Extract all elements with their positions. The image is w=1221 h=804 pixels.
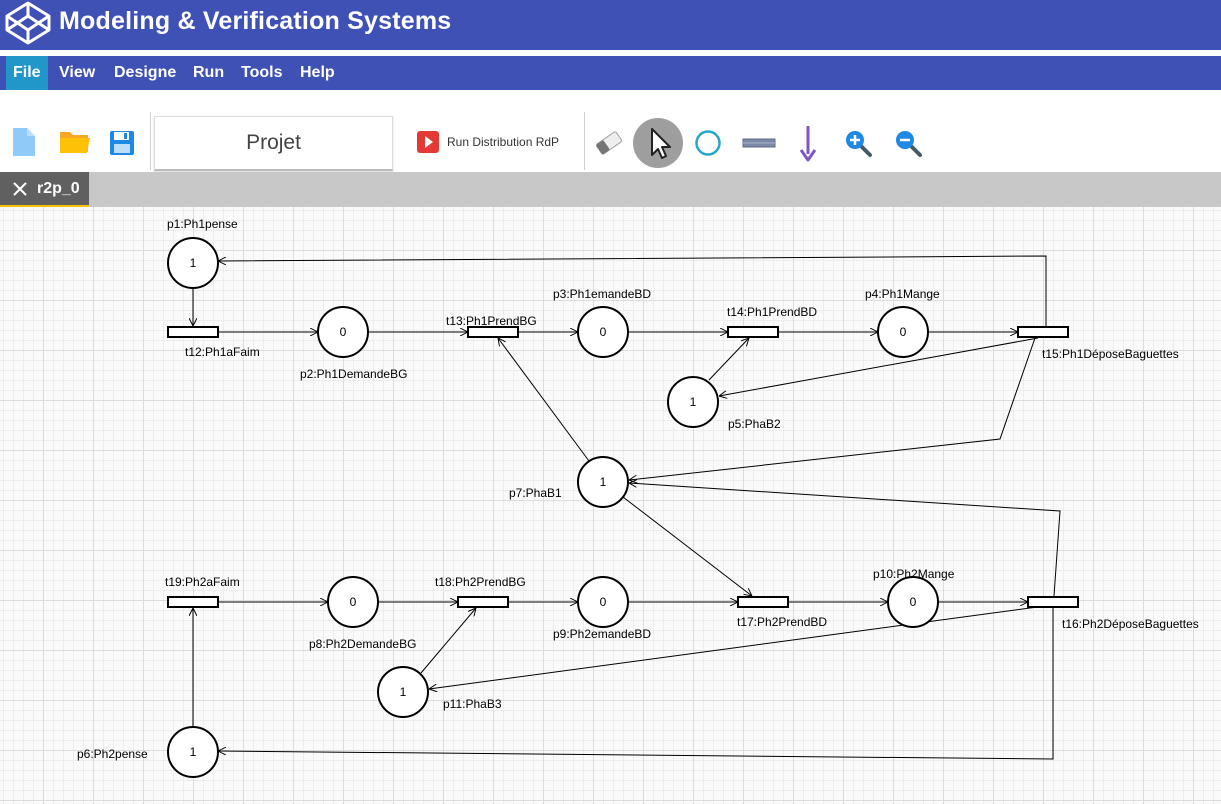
menu-file[interactable]: File [6,56,48,90]
zoom-in-icon[interactable] [843,128,873,158]
transition-label: t18:Ph2PrendBG [435,575,526,589]
token-count: 1 [600,475,607,489]
place-label: p4:Ph1Mange [865,287,940,301]
arc[interactable] [429,605,1046,689]
transition-label: t12:Ph1aFaim [185,345,260,359]
arc[interactable] [218,608,1054,760]
title-bar: Modeling & Verification Systems [0,0,1221,50]
transition-t13[interactable] [467,326,519,338]
token-count: 0 [340,325,347,339]
open-folder-icon[interactable] [58,128,92,156]
zoom-out-icon[interactable] [893,128,923,158]
place-label: p1:Ph1pense [167,217,238,231]
tab-bar: r2p_0 [0,172,1221,207]
eraser-icon[interactable] [593,129,625,157]
place-label: p6:Ph2pense [77,747,148,761]
menu-designe[interactable]: Designe [114,64,177,81]
toolbar-divider [584,112,585,170]
token-count: 1 [190,256,197,270]
select-pointer-icon[interactable] [633,118,683,168]
new-file-icon[interactable] [10,126,38,158]
run-distribution-button[interactable]: Run Distribution RdP [417,128,559,156]
transition-t12[interactable] [167,326,219,338]
place-label: p7:PhaB1 [509,486,562,500]
menu-help[interactable]: Help [300,64,335,81]
place-label: p3:Ph1emandeBD [553,287,651,301]
place-p6[interactable] [167,726,219,778]
arc[interactable] [218,255,1047,326]
project-button[interactable]: Projet [154,116,393,171]
arc[interactable] [708,338,749,381]
transition-t15[interactable] [1017,326,1069,338]
menu-run[interactable]: Run [193,64,225,81]
token-count: 1 [190,745,197,759]
transition-t17[interactable] [737,596,789,608]
arc[interactable] [719,337,1039,396]
menu-bar: File View Designe Run Tools Help [0,56,1221,90]
transition-bar-icon[interactable] [741,137,777,149]
place-p1[interactable] [167,237,219,289]
arc[interactable] [629,337,1036,480]
app-title: Modeling & Verification Systems [59,7,452,35]
place-p10[interactable] [887,576,939,628]
transition-t19[interactable] [167,596,219,608]
place-label: p9:Ph2emandeBD [553,627,651,641]
place-p4[interactable] [877,306,929,358]
arc-arrow-icon[interactable] [798,124,818,162]
place-p8[interactable] [327,576,379,628]
transition-label: t15:Ph1DéposeBaguettes [1042,347,1179,361]
token-count: 0 [900,325,907,339]
transition-t18[interactable] [457,596,509,608]
token-count: 0 [350,595,357,609]
token-count: 1 [690,395,697,409]
tab-label: r2p_0 [37,180,80,197]
save-icon[interactable] [108,129,136,157]
place-p7[interactable] [577,456,629,508]
place-label: p2:Ph1DemandeBG [300,367,407,381]
transition-label: t16:Ph2DéposeBaguettes [1062,617,1199,631]
title-separator [0,50,1221,56]
app-logo-icon [5,1,51,45]
transition-label: t17:Ph2PrendBD [737,615,827,629]
token-count: 0 [600,595,607,609]
place-circle-icon[interactable] [694,129,722,157]
place-label: p10:Ph2Mange [873,567,955,581]
transition-label: t13:Ph1PrendBG [446,314,537,328]
place-p9[interactable] [577,576,629,628]
transition-t16[interactable] [1027,596,1079,608]
place-p11[interactable] [377,666,429,718]
arc[interactable] [622,496,752,596]
transition-label: t19:Ph2aFaim [165,575,240,589]
run-distribution-label: Run Distribution RdP [447,135,560,149]
token-count: 0 [910,595,917,609]
play-icon [417,131,439,153]
place-label: p11:PhaB3 [443,697,502,711]
tab-r2p-0[interactable]: r2p_0 [0,172,89,207]
arc[interactable] [420,608,476,674]
toolbar-divider [150,112,151,170]
close-icon[interactable] [12,181,28,197]
transition-t14[interactable] [727,326,779,338]
place-p5[interactable] [667,376,719,428]
menu-view[interactable]: View [59,64,96,81]
arc[interactable] [629,483,1061,597]
petri-net-diagram: 1 0 0 0 1 1 0 0 0 1 1 p1:Ph1pense p2:Ph1… [77,217,1199,778]
token-count: 1 [400,685,407,699]
menu-tools[interactable]: Tools [241,64,283,81]
place-label: p8:Ph2DemandeBG [309,637,416,651]
place-p3[interactable] [577,306,629,358]
place-label: p5:PhaB2 [728,417,781,431]
arc[interactable] [498,338,590,462]
petri-net-canvas[interactable]: 1 0 0 0 1 1 0 0 0 1 1 p1:Ph1pense p2:Ph1… [0,207,1221,804]
transition-label: t14:Ph1PrendBD [727,305,817,319]
token-count: 0 [600,325,607,339]
place-p2[interactable] [317,306,369,358]
